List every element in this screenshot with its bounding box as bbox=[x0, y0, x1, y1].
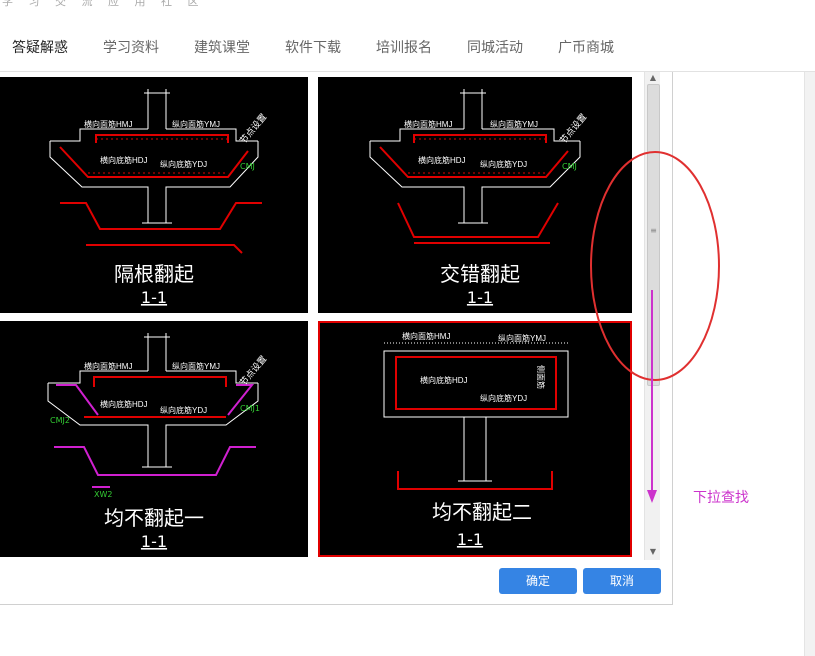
tab-training-signup[interactable]: 培训报名 bbox=[376, 40, 432, 56]
label-ydj: 纵向底筋YDJ bbox=[480, 393, 527, 403]
option-tile-2[interactable]: 横向面筋HMJ 纵向面筋YMJ 横向底筋HDJ 纵向底筋YDJ 节点设置 CMJ… bbox=[318, 77, 632, 313]
section-label: 1-1 bbox=[141, 532, 167, 551]
tab-local-events[interactable]: 同城活动 bbox=[467, 40, 523, 56]
nav-divider bbox=[0, 71, 815, 72]
scroll-thumb[interactable]: ≡ bbox=[647, 84, 660, 386]
page-scroll-gutter bbox=[804, 72, 815, 656]
label-ydj: 纵向底筋YDJ bbox=[480, 159, 527, 169]
option-title: 均不翻起一 bbox=[104, 506, 204, 530]
tab-coin-store[interactable]: 广币商城 bbox=[558, 40, 614, 56]
cancel-button[interactable]: 取消 bbox=[583, 568, 661, 594]
scroll-up-arrow-icon[interactable]: ▲ bbox=[649, 73, 657, 82]
option-title: 均不翻起二 bbox=[432, 500, 532, 524]
label-hmj: 横向面筋HMJ bbox=[402, 331, 450, 341]
label-ydj: 纵向底筋YDJ bbox=[160, 159, 207, 169]
label-ymj: 纵向面筋YMJ bbox=[172, 119, 220, 129]
tab-building-class[interactable]: 建筑课堂 bbox=[194, 40, 250, 56]
label-hdj: 横向底筋HDJ bbox=[418, 155, 466, 165]
label-hdj: 横向底筋HDJ bbox=[100, 399, 148, 409]
annotation-text: 下拉查找 bbox=[693, 490, 749, 506]
option-grid: 横向面筋HMJ 纵向面筋YMJ 横向底筋HDJ 纵向底筋YDJ 节点设置 CMJ… bbox=[0, 72, 660, 560]
dialog-scrollbar[interactable]: ▲ ≡ ▼ bbox=[644, 72, 660, 560]
section-label: 1-1 bbox=[467, 288, 493, 307]
label-cmj2: CMJ2 bbox=[50, 416, 70, 425]
label-ymj: 纵向面筋YMJ bbox=[498, 333, 546, 343]
option-title: 隔根翻起 bbox=[114, 262, 194, 286]
option-tile-4-selected[interactable]: 横向面筋HMJ 纵向面筋YMJ 横向底筋HDJ 纵向底筋YDJ 侧面筋 均不翻起… bbox=[318, 321, 632, 557]
label-ymj: 纵向面筋YMJ bbox=[490, 119, 538, 129]
label-hdj: 横向底筋HDJ bbox=[100, 155, 148, 165]
tab-qa[interactable]: 答疑解惑 bbox=[12, 40, 68, 56]
option-tile-3[interactable]: 横向面筋HMJ 纵向面筋YMJ 横向底筋HDJ 纵向底筋YDJ 节点设置 CMJ… bbox=[0, 321, 308, 557]
site-top-strip: 学 习 交 流 应 用 社 区 bbox=[0, 0, 815, 8]
label-cmj: CMJ bbox=[562, 162, 577, 171]
label-cmj1: CMJ1 bbox=[240, 404, 260, 413]
label-cmj: CMJ bbox=[240, 162, 255, 171]
label-ydj: 纵向底筋YDJ bbox=[160, 405, 207, 415]
option-tile-1[interactable]: 横向面筋HMJ 纵向面筋YMJ 横向底筋HDJ 纵向底筋YDJ 节点设置 CMJ… bbox=[0, 77, 308, 313]
option-title: 交错翻起 bbox=[440, 262, 520, 286]
grip-icon: ≡ bbox=[650, 226, 657, 235]
main-nav: 答疑解惑 学习资料 建筑课堂 软件下载 培训报名 同城活动 广币商城 bbox=[0, 28, 815, 66]
label-ymj: 纵向面筋YMJ bbox=[172, 361, 220, 371]
tab-learning-materials[interactable]: 学习资料 bbox=[103, 40, 159, 56]
label-hmj: 横向面筋HMJ bbox=[84, 119, 132, 129]
section-label: 1-1 bbox=[141, 288, 167, 307]
label-hmj: 横向面筋HMJ bbox=[404, 119, 452, 129]
tab-software-download[interactable]: 软件下载 bbox=[285, 40, 341, 56]
node-select-dialog: 横向面筋HMJ 纵向面筋YMJ 横向底筋HDJ 纵向底筋YDJ 节点设置 CMJ… bbox=[0, 72, 673, 605]
site-tagline: 学 习 交 流 应 用 社 区 bbox=[2, 0, 205, 8]
label-hmj: 横向面筋HMJ bbox=[84, 361, 132, 371]
label-xw2: XW2 bbox=[94, 490, 112, 499]
label-hdj: 横向底筋HDJ bbox=[420, 375, 468, 385]
section-label: 1-1 bbox=[457, 530, 483, 549]
label-side-bar: 侧面筋 bbox=[536, 365, 546, 389]
scroll-down-arrow-icon[interactable]: ▼ bbox=[649, 547, 657, 556]
confirm-button[interactable]: 确定 bbox=[499, 568, 577, 594]
